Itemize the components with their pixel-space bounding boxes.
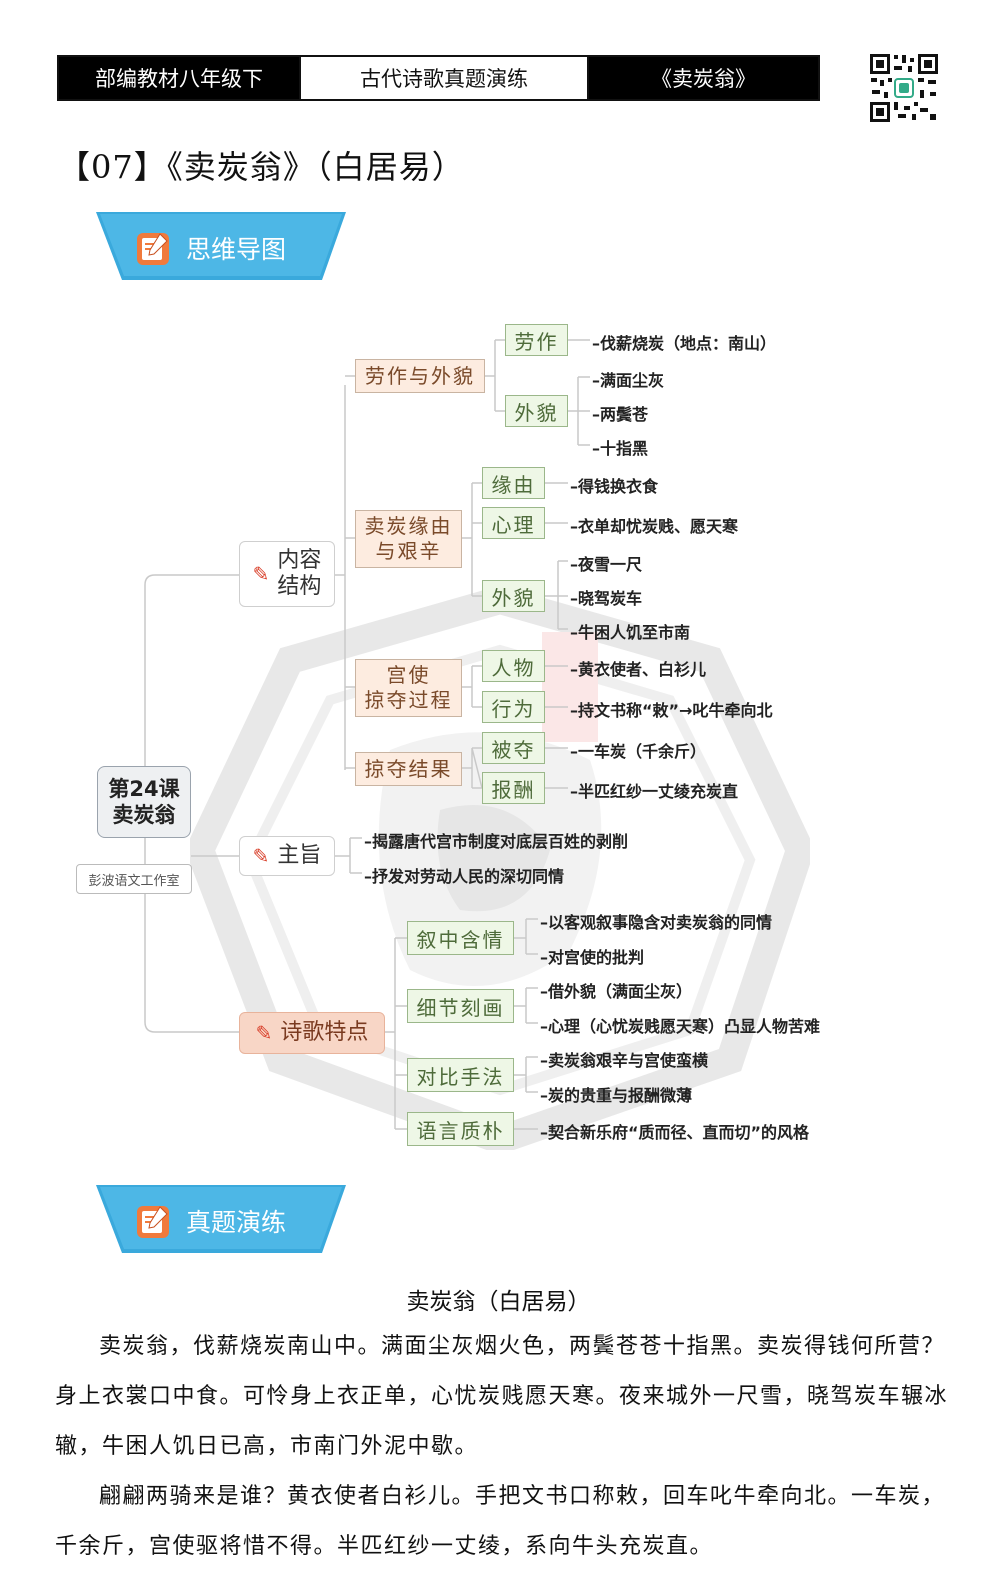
leaf-appearance-2a: –夜雪一尺 <box>570 555 643 574</box>
mindmap-banner-label: 思维导图 <box>186 235 287 264</box>
node-feature-narrative: 叙中含情 <box>407 921 514 955</box>
poem-title: 卖炭翁（白居易） <box>0 1282 997 1316</box>
header-bar: 部编教材八年级下 古代诗歌真题演练 《卖炭翁》 <box>57 55 820 101</box>
node-seized: 被夺 <box>482 732 545 764</box>
header-poem: 《卖炭翁》 <box>589 57 818 99</box>
poem-author: （白居易） <box>475 1289 591 1315</box>
root-line2: 卖炭翁 <box>112 803 176 827</box>
leaf-psychology: –衣单却忧炭贱、愿天寒 <box>570 517 739 536</box>
leaf-seized: –一车炭（千余斤） <box>570 742 707 761</box>
reason-line2: 与艰辛 <box>375 539 442 563</box>
node-labor-appearance: 劳作与外貌 <box>355 359 485 393</box>
leaf-f3b: –炭的贵重与报酬微薄 <box>540 1086 693 1105</box>
seize-line1: 宫使 <box>386 663 431 687</box>
node-seize-process: 宫使 掠夺过程 <box>355 659 462 717</box>
node-payment: 报酬 <box>482 772 545 804</box>
leaf-f2b: –心理（心忧炭贱愿天寒）凸显人物苦难 <box>540 1017 821 1036</box>
edit-icon <box>137 1206 169 1238</box>
content-line1: 内容 <box>277 548 322 573</box>
studio-label: 彭波语文工作室 <box>76 864 192 894</box>
mindmap-banner: 思维导图 <box>96 212 346 280</box>
leaf-appearance-2b: –晓驾炭车 <box>570 589 643 608</box>
node-seize-result: 掠夺结果 <box>355 752 462 786</box>
theme-label: 主旨 <box>277 843 322 868</box>
node-action: 行为 <box>482 691 545 723</box>
leaf-appearance-1b: –两鬓苍 <box>592 405 649 424</box>
root-line1: 第24课 <box>108 777 180 801</box>
leaf-theme-1: –揭露唐代宫市制度对底层百姓的剥削 <box>364 832 629 851</box>
pencil-icon: ✎ <box>255 1021 273 1045</box>
node-poetry-features: ✎ 诗歌特点 <box>239 1012 385 1054</box>
node-appearance-1: 外貌 <box>505 395 568 427</box>
leaf-person: –黄衣使者、白衫儿 <box>570 660 707 679</box>
leaf-f2a: –借外貌（满面尘灰） <box>540 982 693 1001</box>
qr-code <box>868 52 940 124</box>
header-topic: 古代诗歌真题演练 <box>299 57 589 99</box>
leaf-reason: –得钱换衣食 <box>570 477 659 496</box>
pencil-icon: ✎ <box>252 562 270 586</box>
node-theme: ✎ 主旨 <box>239 836 335 876</box>
edit-icon <box>137 233 169 265</box>
reason-line1: 卖炭缘由 <box>364 514 453 538</box>
leaf-f3a: –卖炭翁艰辛与宫使蛮横 <box>540 1051 709 1070</box>
node-feature-language: 语言质朴 <box>407 1112 514 1146</box>
exercise-banner: 真题演练 <box>96 1185 346 1253</box>
node-feature-detail: 细节刻画 <box>407 989 514 1023</box>
poem-paragraph-1: 卖炭翁，伐薪烧炭南山中。满面尘灰烟火色，两鬓苍苍十指黑。卖炭得钱何所营？身上衣裳… <box>55 1334 949 1459</box>
pencil-icon: ✎ <box>252 844 270 868</box>
node-appearance-2: 外貌 <box>482 580 545 612</box>
features-label: 诗歌特点 <box>280 1020 369 1045</box>
node-reason-hardship: 卖炭缘由 与艰辛 <box>355 510 462 568</box>
leaf-theme-2: –抒发对劳动人民的深切同情 <box>364 867 565 886</box>
leaf-f1b: –对宫使的批判 <box>540 948 645 967</box>
leaf-appearance-2c: –牛困人饥至市南 <box>570 623 691 642</box>
node-feature-contrast: 对比手法 <box>407 1058 514 1092</box>
node-psychology: 心理 <box>482 507 545 539</box>
leaf-payment: –半匹红纱一丈绫充炭直 <box>570 782 739 801</box>
page-title: 【07】《卖炭翁》（白居易） <box>58 148 465 186</box>
leaf-labor: –伐薪烧炭（地点：南山） <box>592 334 777 353</box>
node-content-structure: ✎ 内容 结构 <box>239 541 335 607</box>
leaf-appearance-1c: –十指黑 <box>592 439 649 458</box>
content-line2: 结构 <box>277 574 322 599</box>
node-labor: 劳作 <box>505 324 568 356</box>
leaf-f1a: –以客观叙事隐含对卖炭翁的同情 <box>540 913 773 932</box>
node-reason: 缘由 <box>482 467 545 499</box>
leaf-appearance-1a: –满面尘灰 <box>592 371 665 390</box>
mindmap-root: 第24课 卖炭翁 <box>97 766 191 838</box>
seize-line2: 掠夺过程 <box>364 688 453 712</box>
node-person: 人物 <box>482 650 545 682</box>
exercise-banner-label: 真题演练 <box>186 1208 287 1237</box>
poem-paragraph-2: 翩翩两骑来是谁？黄衣使者白衫儿。手把文书口称敕，回车叱牛牵向北。一车炭，千余斤，… <box>55 1484 946 1559</box>
header-grade: 部编教材八年级下 <box>59 57 299 99</box>
leaf-f4: –契合新乐府“质而径、直而切”的风格 <box>540 1123 810 1142</box>
leaf-action: –持文书称“敕”→叱牛牵向北 <box>570 701 773 720</box>
poem-name: 卖炭翁 <box>406 1289 476 1315</box>
